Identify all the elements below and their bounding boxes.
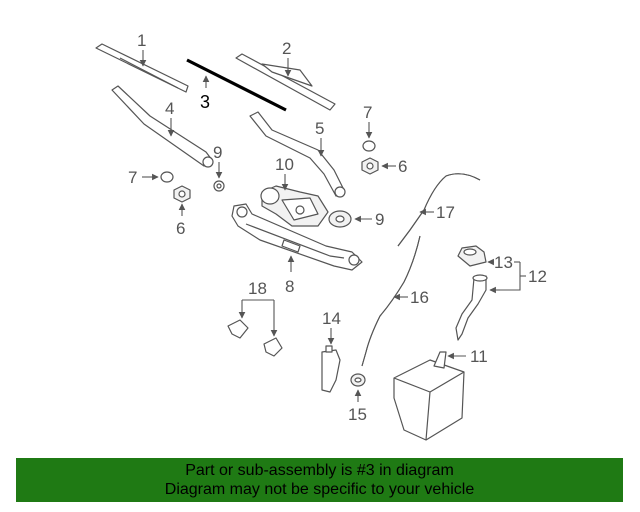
- callout-9a: 9: [213, 143, 222, 162]
- callout-7a: 7: [128, 168, 137, 187]
- callout-14: 14: [322, 309, 341, 328]
- callout-6b: 6: [398, 157, 407, 176]
- part-7-cap-right[interactable]: [362, 140, 376, 152]
- part-1-wiper-blade-left[interactable]: [95, 43, 189, 93]
- callout-18: 18: [248, 279, 267, 298]
- part-15-pump-grommet[interactable]: [350, 373, 366, 387]
- callout-5: 5: [315, 119, 324, 138]
- part-9-grommet-right[interactable]: [328, 210, 352, 228]
- part-9-washer-left[interactable]: [213, 180, 225, 192]
- callout-7b: 7: [363, 103, 372, 122]
- callout-3: 3: [200, 92, 210, 112]
- callout-6a: 6: [176, 219, 185, 238]
- part-18-mounting-bracket-right[interactable]: [263, 337, 283, 357]
- part-10-wiper-motor[interactable]: [260, 185, 329, 227]
- part-11-washer-reservoir[interactable]: [393, 351, 465, 441]
- callout-8: 8: [285, 277, 294, 296]
- callout-9b: 9: [375, 210, 384, 229]
- part-6-nut-right[interactable]: [361, 157, 379, 175]
- callout-10: 10: [275, 155, 294, 174]
- banner-line-1: Part or sub-assembly is #3 in diagram: [185, 462, 454, 479]
- part-6-nut-left[interactable]: [173, 185, 191, 203]
- callout-2: 2: [282, 39, 291, 58]
- part-12-filler-neck[interactable]: [455, 274, 488, 341]
- callout-16: 16: [410, 288, 429, 307]
- callout-13: 13: [494, 253, 513, 272]
- callout-4: 4: [165, 99, 174, 118]
- callout-17: 17: [436, 203, 455, 222]
- callout-12: 12: [528, 267, 547, 286]
- callout-11: 11: [470, 347, 488, 366]
- part-7-cap-left[interactable]: [160, 171, 174, 183]
- parts-diagram: 1 3 2 4 5 9 7 6 7: [95, 31, 547, 441]
- callout-1: 1: [137, 31, 146, 50]
- part-3-blade-insert[interactable]: [186, 58, 287, 112]
- part-13-reservoir-cap[interactable]: [457, 245, 487, 267]
- part-8-wiper-linkage[interactable]: [231, 203, 363, 271]
- banner-line-2: Diagram may not be specific to your vehi…: [164, 481, 475, 498]
- part-2-wiper-blade-right[interactable]: [235, 53, 336, 111]
- part-5-wiper-arm-right[interactable]: [249, 111, 346, 198]
- info-banner: Part or sub-assembly is #3 in diagram Di…: [16, 458, 623, 502]
- part-18-mounting-bracket-left[interactable]: [227, 319, 249, 339]
- callout-15: 15: [348, 405, 367, 424]
- part-14-washer-pump[interactable]: [321, 345, 341, 393]
- part-4-wiper-arm-left[interactable]: [111, 85, 214, 168]
